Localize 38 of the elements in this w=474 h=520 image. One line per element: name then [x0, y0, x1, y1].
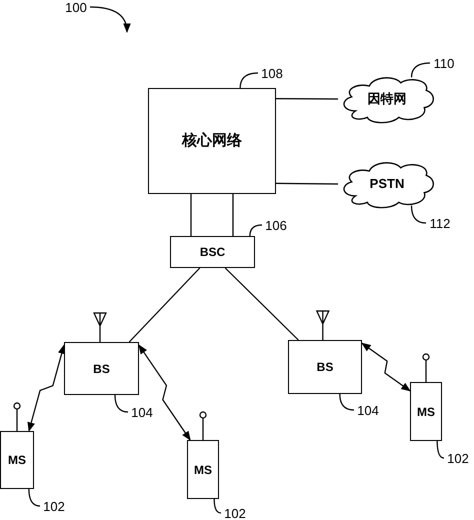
reference-numeral: 104	[354, 403, 382, 417]
leader-line	[410, 206, 426, 224]
equipment-label: BS	[316, 359, 334, 376]
leader-line	[114, 394, 128, 413]
wireless-link-arrow	[361, 342, 411, 392]
connection-line	[224, 268, 299, 340]
leader-line	[249, 224, 262, 236]
leader-line	[214, 498, 222, 514]
equipment-label: MS	[8, 452, 26, 469]
reference-numeral: 102	[221, 506, 249, 520]
connection-line	[190, 194, 192, 236]
network-label: 核心网络	[182, 130, 242, 151]
reference-numeral: 102	[444, 451, 472, 465]
leader-line	[410, 62, 430, 78]
equipment-label: BSC	[200, 244, 226, 261]
leader-line	[90, 6, 130, 33]
leader-line	[436, 440, 444, 459]
equipment-label: MS	[194, 462, 212, 478]
reference-numeral: 104	[128, 405, 156, 419]
reference-numeral: 112	[426, 216, 454, 230]
equipment-label: MS	[417, 404, 435, 420]
wireless-link-arrow	[28, 344, 66, 432]
reference-numeral: 102	[40, 499, 68, 513]
cloud-label: 因特网	[368, 90, 406, 108]
leader-line	[240, 72, 258, 88]
leader-line	[339, 394, 354, 411]
leader-line	[28, 488, 40, 507]
connection-line	[276, 98, 338, 100]
connection-line	[232, 194, 234, 236]
reference-numeral: 100	[62, 0, 90, 14]
cloud-label: PSTN	[370, 175, 404, 194]
reference-numeral: 110	[430, 56, 458, 70]
connection-line	[276, 182, 338, 185]
connection-line	[128, 268, 200, 342]
equipment-label: BS	[93, 360, 110, 378]
reference-numeral: 108	[258, 66, 286, 80]
reference-numeral: 106	[262, 218, 290, 232]
wireless-link-arrow	[138, 344, 191, 441]
